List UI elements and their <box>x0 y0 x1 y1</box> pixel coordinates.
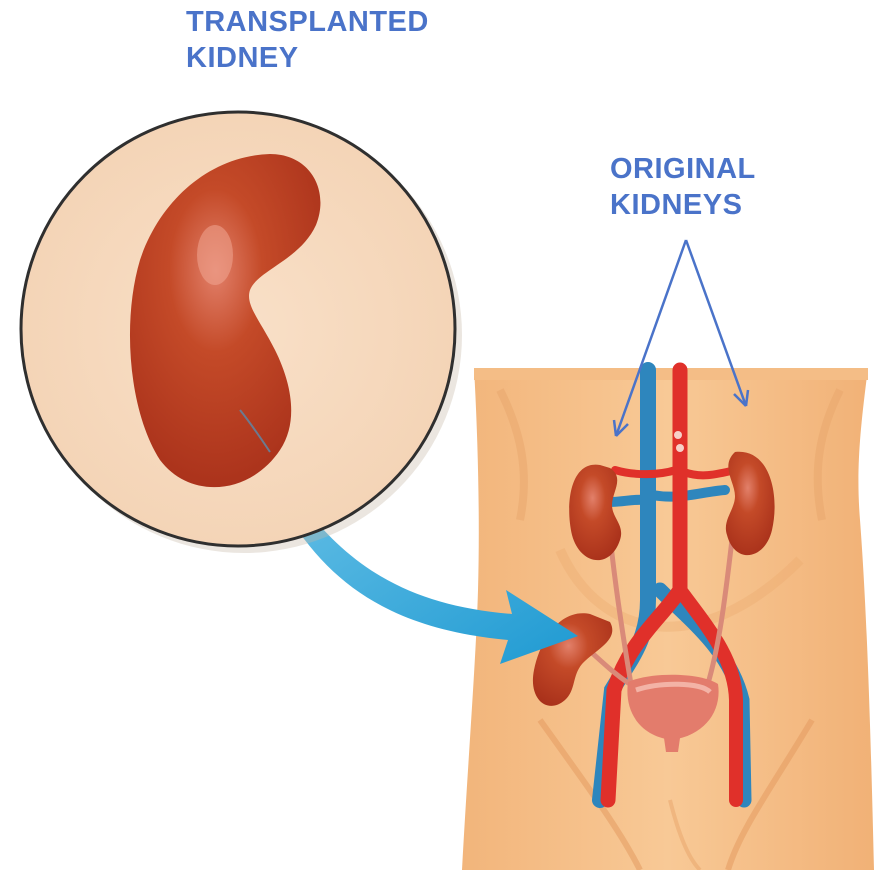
original-kidney-left <box>569 465 621 561</box>
